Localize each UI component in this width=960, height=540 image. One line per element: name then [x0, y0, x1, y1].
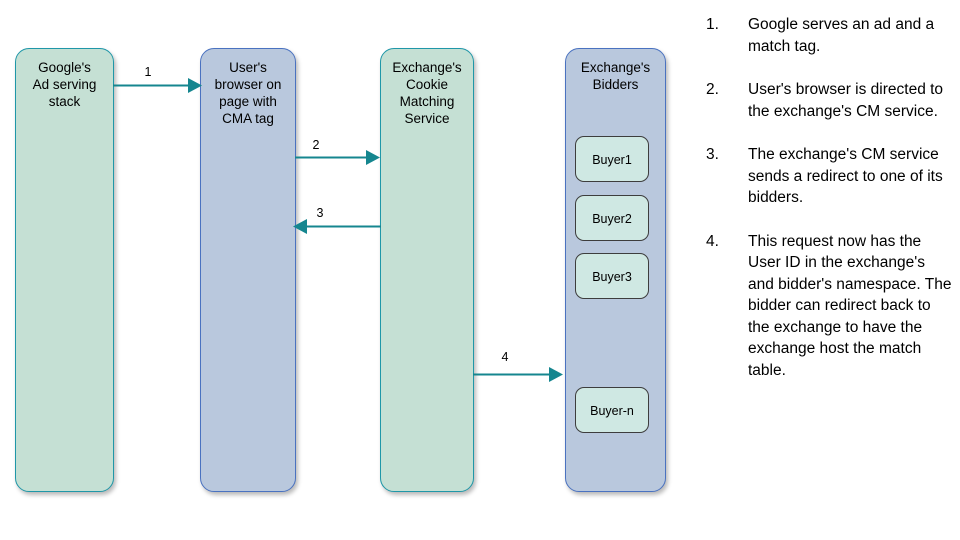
- node-exchange-bidders: Exchange's Bidders Buyer1 Buyer2 Buyer3 …: [565, 48, 666, 492]
- arrow-3-label: 3: [316, 206, 324, 220]
- buyer-label: Buyer2: [592, 212, 632, 226]
- node-exchange-cookie-matching-service: Exchange's Cookie Matching Service: [380, 48, 474, 492]
- arrow-1-connector: [113, 78, 202, 93]
- step-text: This request now has the User ID in the …: [748, 232, 952, 379]
- buyer-box-3: Buyer3: [575, 253, 649, 299]
- node-google-ad-serving-stack: Google's Ad serving stack: [15, 48, 114, 492]
- step-number: 2.: [706, 81, 719, 98]
- step-number: 4.: [706, 232, 719, 250]
- step-number: 3.: [706, 146, 719, 163]
- buyer-box-n: Buyer-n: [575, 387, 649, 433]
- buyer-label: Buyer-n: [590, 404, 634, 418]
- arrow-4-connector: [473, 367, 563, 382]
- node-label: Google's Ad serving stack: [32, 60, 97, 109]
- arrow-2-label: 2: [312, 138, 320, 152]
- buyer-box-1: Buyer1: [575, 136, 649, 182]
- arrow-1-label: 1: [144, 65, 152, 79]
- arrow-3-connector: [293, 219, 381, 234]
- step-text: The exchange's CM service sends a redire…: [748, 146, 943, 206]
- step-number: 1.: [706, 16, 719, 33]
- node-user-browser: User's browser on page with CMA tag: [200, 48, 296, 492]
- list-item: 2. User's browser is directed to the exc…: [706, 79, 952, 122]
- step-text: User's browser is directed to the exchan…: [748, 81, 944, 120]
- arrow-4-label: 4: [501, 350, 509, 364]
- arrow-2-connector: [295, 150, 380, 165]
- node-label: Exchange's Cookie Matching Service: [392, 60, 462, 126]
- node-label: Exchange's Bidders: [580, 60, 651, 92]
- buyer-label: Buyer1: [592, 153, 632, 167]
- buyer-label: Buyer3: [592, 270, 632, 284]
- step-text: Google serves an ad and a match tag.: [748, 16, 935, 55]
- list-item: 4. This request now has the User ID in t…: [706, 231, 952, 382]
- list-item: 3. The exchange's CM service sends a red…: [706, 144, 952, 209]
- buyer-box-2: Buyer2: [575, 195, 649, 241]
- steps-list: 1. Google serves an ad and a match tag. …: [706, 14, 952, 403]
- list-item: 1. Google serves an ad and a match tag.: [706, 14, 952, 57]
- node-label: User's browser on page with CMA tag: [214, 60, 282, 126]
